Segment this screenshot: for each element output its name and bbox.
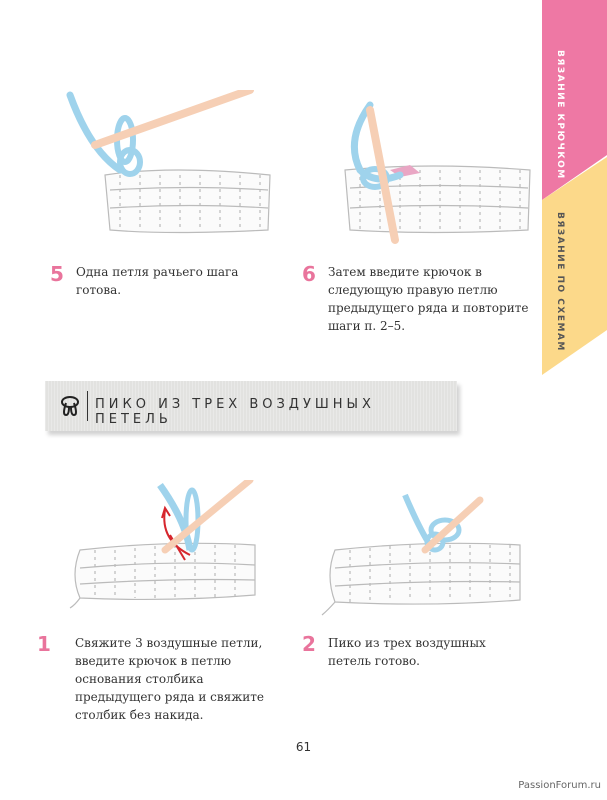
picot-symbol-icon [61, 396, 79, 417]
section-title: ПИКО ИЗ ТРЕХ ВОЗДУШНЫХ ПЕТЕЛЬ [95, 397, 375, 427]
page-number: 61 [295, 740, 312, 754]
illustration-step-5 [66, 90, 271, 234]
step-5-text: Одна петля рачьего шага готова. [76, 265, 239, 297]
arrow-up-icon [163, 509, 191, 556]
illustration-step-6 [344, 101, 531, 244]
watermark: PassionForum.ru [518, 780, 601, 791]
step-1-text: Свяжите 3 воздушные петли, введите крючо… [75, 636, 264, 722]
step-6-text: Затем введите крючок в следующую правую … [328, 265, 529, 333]
tab-charts-bg [542, 157, 607, 375]
step-2-text: Пико из трех воздушных петель готово. [328, 636, 486, 668]
side-tabs [542, 0, 607, 375]
step-5-number: 5 [50, 262, 64, 286]
illustration-step-2 [321, 493, 521, 616]
tab-crochet-bg [542, 0, 607, 200]
illustration-step-1 [69, 480, 256, 609]
step-2-number: 2 [302, 632, 316, 656]
tab-crochet[interactable]: ВЯЗАНИЕ КРЮЧКОМ [555, 50, 565, 180]
tab-charts[interactable]: ВЯЗАНИЕ ПО СХЕМАМ [555, 212, 565, 352]
banner-divider [87, 391, 88, 421]
step-1-number: 1 [37, 632, 51, 656]
step-6-number: 6 [302, 262, 316, 286]
section-banner: ПИКО ИЗ ТРЕХ ВОЗДУШНЫХ ПЕТЕЛЬ [45, 381, 457, 431]
